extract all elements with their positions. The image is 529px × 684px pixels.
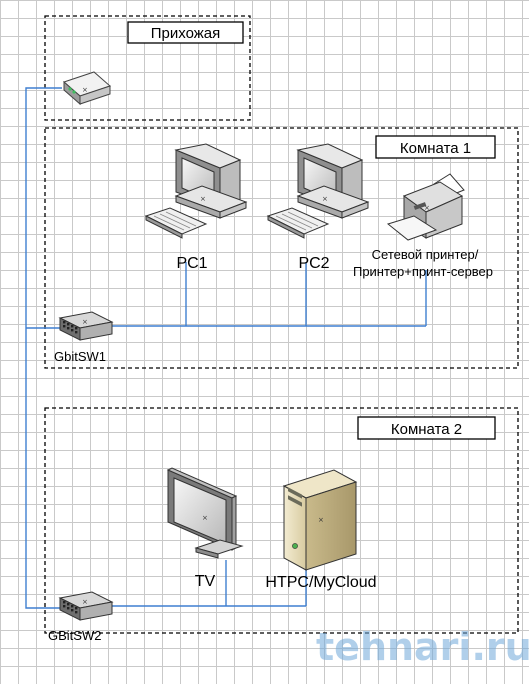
room-1: Комната 1 [44, 127, 519, 369]
cables [25, 87, 427, 609]
pc2-label: PC2 [298, 255, 329, 272]
room-2: Комната 2 [44, 407, 519, 634]
printer-label-line2: Принтер+принт-сервер [353, 264, 493, 279]
svg-text:×: × [318, 516, 324, 524]
tv-icon: × [166, 467, 244, 559]
svg-text:×: × [82, 86, 88, 94]
switch1-icon: × [58, 311, 114, 341]
pc1-icon: × [144, 143, 248, 239]
svg-text:×: × [82, 318, 88, 326]
svg-text:×: × [200, 195, 206, 203]
router-icon: × [63, 71, 111, 106]
htpc-label: HTPC/MyCloud [265, 574, 376, 591]
switch2-icon: × [58, 591, 114, 621]
switch2-label: GBitSW2 [48, 628, 101, 643]
svg-text:×: × [202, 514, 208, 522]
watermark: tehnari.ru [316, 625, 529, 669]
printer-icon: × [386, 173, 465, 241]
svg-text:×: × [322, 195, 328, 203]
pc2-icon: × [266, 143, 370, 239]
cable-router-trunk [25, 87, 62, 609]
room-label-1: Комната 1 [400, 140, 471, 157]
room-label-2: Комната 2 [391, 421, 462, 438]
printer-label-line1: Сетевой принтер/ [372, 247, 479, 262]
tv-label: TV [195, 573, 216, 590]
svg-text:×: × [424, 204, 430, 212]
room-label-hallway: Прихожая [151, 25, 221, 42]
room-hallway: Прихожая [44, 15, 251, 121]
switch1-label: GbitSW1 [54, 349, 106, 364]
svg-text:×: × [82, 598, 88, 606]
server-icon: × [282, 469, 358, 571]
pc1-label: PC1 [176, 255, 207, 272]
